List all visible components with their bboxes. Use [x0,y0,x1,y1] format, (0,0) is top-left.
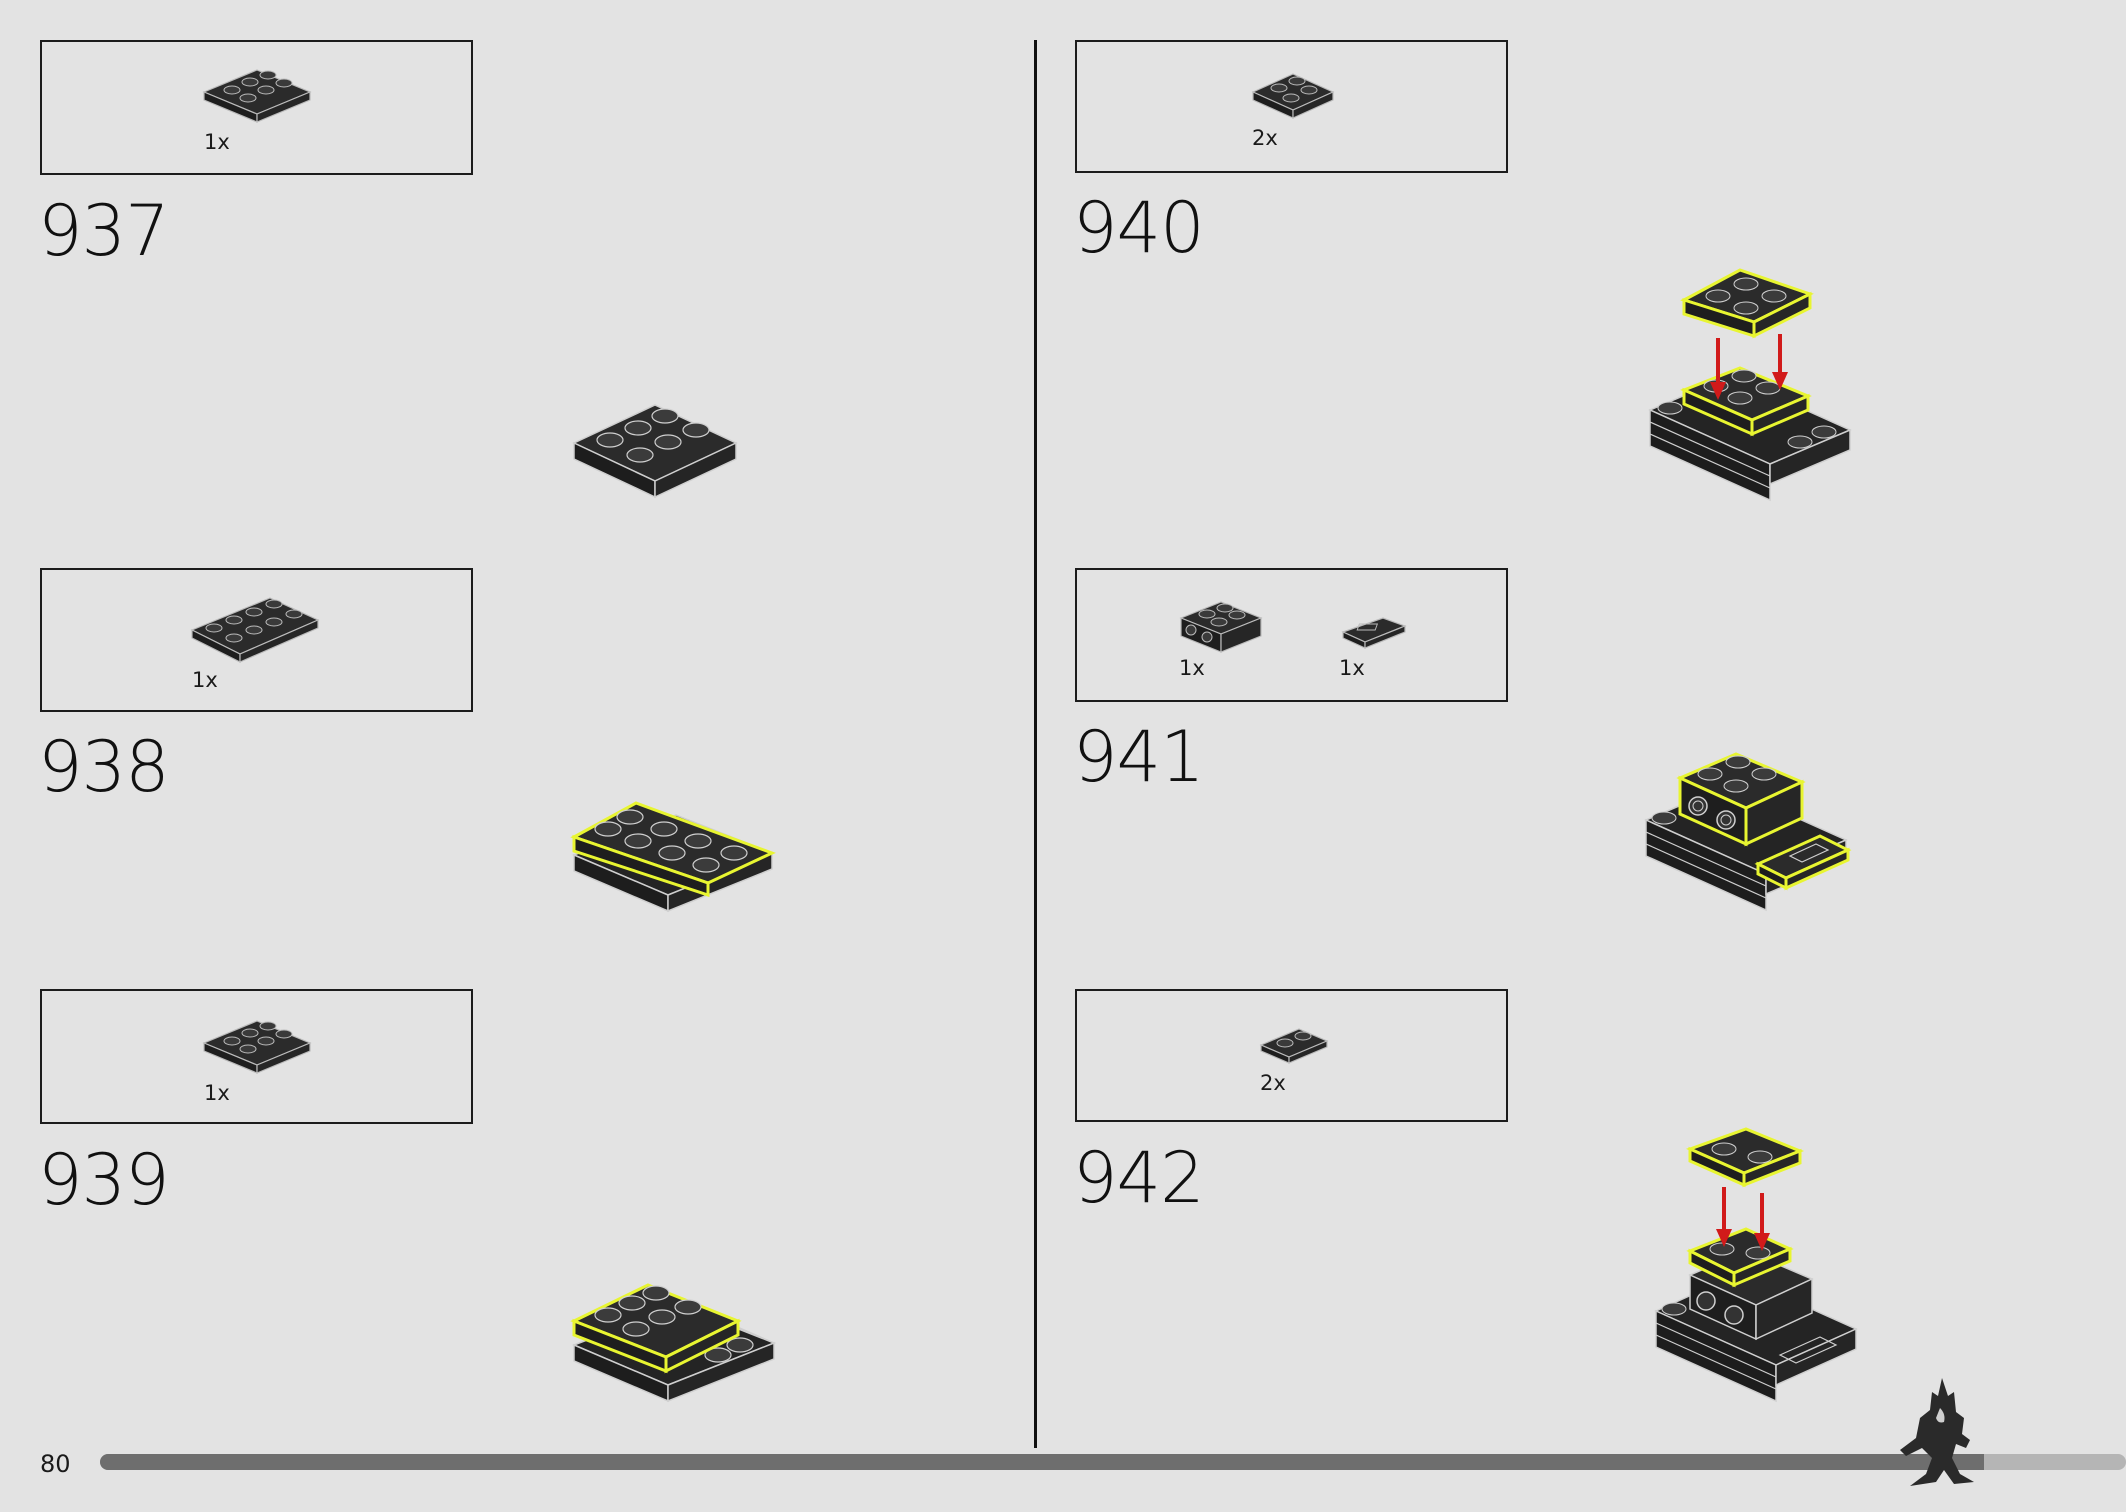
part-quantity: 2x [1252,126,1278,150]
part-quantity: 1x [204,1081,230,1105]
model-step-937 [572,404,738,499]
model-step-938 [570,801,776,913]
bat-mascot-icon [1900,1378,1974,1486]
plate-2x2-icon [1251,73,1335,119]
part-quantity: 2x [1260,1071,1286,1095]
part-quantity: 1x [192,668,218,692]
model-step-940 [1648,268,1852,502]
page-number: 80 [40,1450,71,1478]
tile-1x2-grille-icon [1341,617,1407,649]
part-quantity: 1x [204,130,230,154]
part-quantity: 1x [1179,656,1205,680]
model-step-941 [1644,752,1852,912]
plate-2x3-icon [202,1020,312,1074]
part-quantity: 1x [1339,656,1365,680]
step-number-942: 942 [1073,1137,1205,1219]
model-step-939 [570,1283,777,1403]
step-number-941: 941 [1073,716,1205,798]
brick-2x2-side-studs-icon [1179,601,1263,653]
step-number-938: 938 [38,726,170,808]
parts-callout-937: 1x [40,40,473,175]
parts-callout-939: 1x [40,989,473,1124]
parts-callout-938: 1x [40,568,473,712]
step-number-939: 939 [38,1139,170,1221]
parts-callout-940: 2x [1075,40,1508,173]
progress-bar [100,1454,2126,1470]
parts-callout-942: 2x [1075,989,1508,1122]
model-step-942 [1654,1127,1858,1403]
plate-1x2-icon [1259,1028,1329,1064]
step-number-940: 940 [1073,187,1205,269]
progress-fill [100,1454,1985,1470]
column-divider [1034,40,1037,1448]
parts-callout-941: 1x 1x [1075,568,1508,702]
step-number-937: 937 [38,190,170,272]
plate-2x4-icon [190,597,320,663]
plate-2x3-icon [202,69,312,123]
